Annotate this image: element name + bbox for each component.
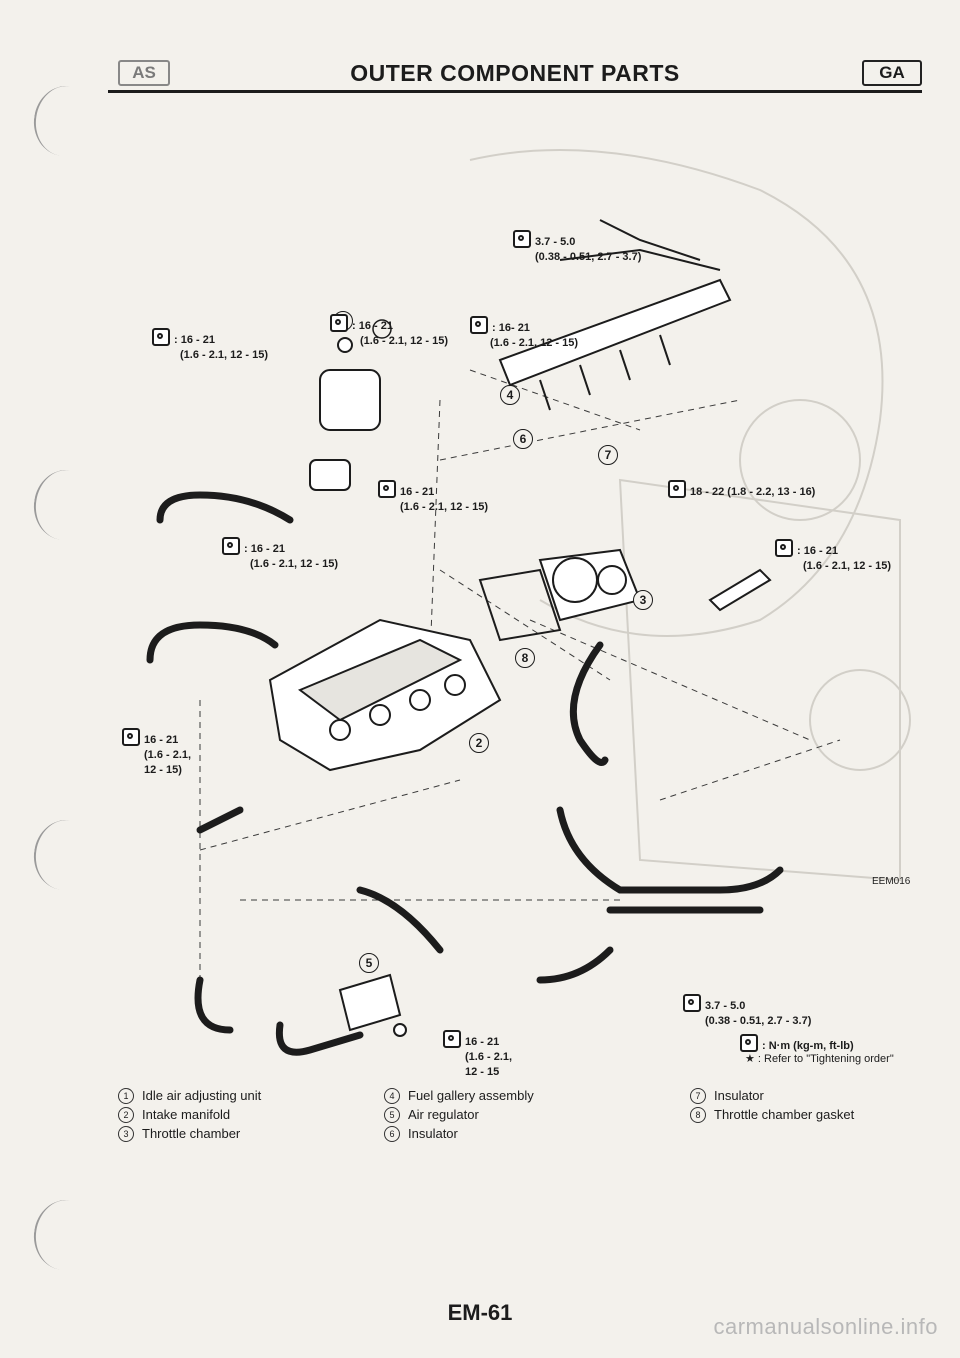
fuel-gallery-drawing — [498, 219, 732, 411]
torque-spec: : 16- 21(1.6 - 2.1, 12 - 15) — [470, 316, 578, 351]
torque-spec: 16 - 21(1.6 - 2.1, 12 - 15) — [122, 728, 191, 778]
figure-id: EEM016 — [872, 876, 911, 887]
torque-spec: 18 - 22 (1.8 - 2.2, 13 - 16) — [668, 480, 815, 500]
tightening-note: ★ : Refer to "Tightening order" — [745, 1053, 894, 1065]
torque-icon — [443, 1030, 461, 1048]
section-badge-right: GA — [862, 60, 922, 86]
callout-markers — [372, 319, 392, 339]
assembly-leader-lines — [199, 369, 841, 1000]
units-note: : N·m (kg-m, ft-lb) — [740, 1034, 854, 1054]
torque-icon — [470, 316, 488, 334]
callout-2: 2 — [469, 733, 489, 753]
torque-spec: : 16 - 21(1.6 - 2.1, 12 - 15) — [152, 328, 268, 363]
callout-4: 4 — [500, 385, 520, 405]
callout-6: 6 — [513, 429, 533, 449]
callout-8: 8 — [515, 648, 535, 668]
callout-5: 5 — [359, 953, 379, 973]
idle-air-unit-drawing — [309, 337, 381, 491]
torque-icon — [378, 480, 396, 498]
page-title: OUTER COMPONENT PARTS — [350, 60, 680, 86]
header-rule — [108, 90, 922, 93]
page-header: AS OUTER COMPONENT PARTS GA — [108, 58, 922, 92]
exploded-view-diagram — [146, 149, 911, 1056]
page-number: EM-61 — [447, 1300, 513, 1325]
torque-spec: : 16 - 21(1.6 - 2.1, 12 - 15) — [330, 314, 448, 349]
section-badge-left: AS — [118, 60, 170, 86]
torque-icon — [740, 1034, 758, 1052]
torque-icon — [668, 480, 686, 498]
torque-icon — [775, 539, 793, 557]
torque-icon — [152, 328, 170, 346]
torque-spec: 3.7 - 5.0(0.38 - 0.51, 2.7 - 3.7) — [683, 994, 811, 1029]
watermark: carmanualsonline.info — [713, 1314, 938, 1339]
callout-7: 7 — [598, 445, 618, 465]
torque-spec: 16 - 21(1.6 - 2.1, 12 - 15 — [443, 1030, 512, 1080]
hoses-drawing — [146, 491, 784, 1056]
callout-3: 3 — [633, 590, 653, 610]
binder-hole — [29, 1196, 101, 1274]
intake-manifold-drawing — [268, 618, 502, 772]
torque-spec: : 16 - 21(1.6 - 2.1, 12 - 15) — [775, 539, 891, 574]
torque-icon — [122, 728, 140, 746]
torque-icon — [683, 994, 701, 1012]
torque-icon — [513, 230, 531, 248]
torque-icon — [222, 537, 240, 555]
air-regulator-drawing — [338, 973, 407, 1037]
torque-icon — [330, 314, 348, 332]
torque-spec: 3.7 - 5.0(0.38 - 0.51, 2.7 - 3.7) — [513, 230, 641, 265]
torque-spec: : 16 - 21(1.6 - 2.1, 12 - 15) — [222, 537, 338, 572]
background-engine-ghost — [469, 149, 911, 882]
throttle-chamber-drawing — [478, 548, 772, 642]
torque-spec: 16 - 21(1.6 - 2.1, 12 - 15) — [378, 480, 488, 515]
